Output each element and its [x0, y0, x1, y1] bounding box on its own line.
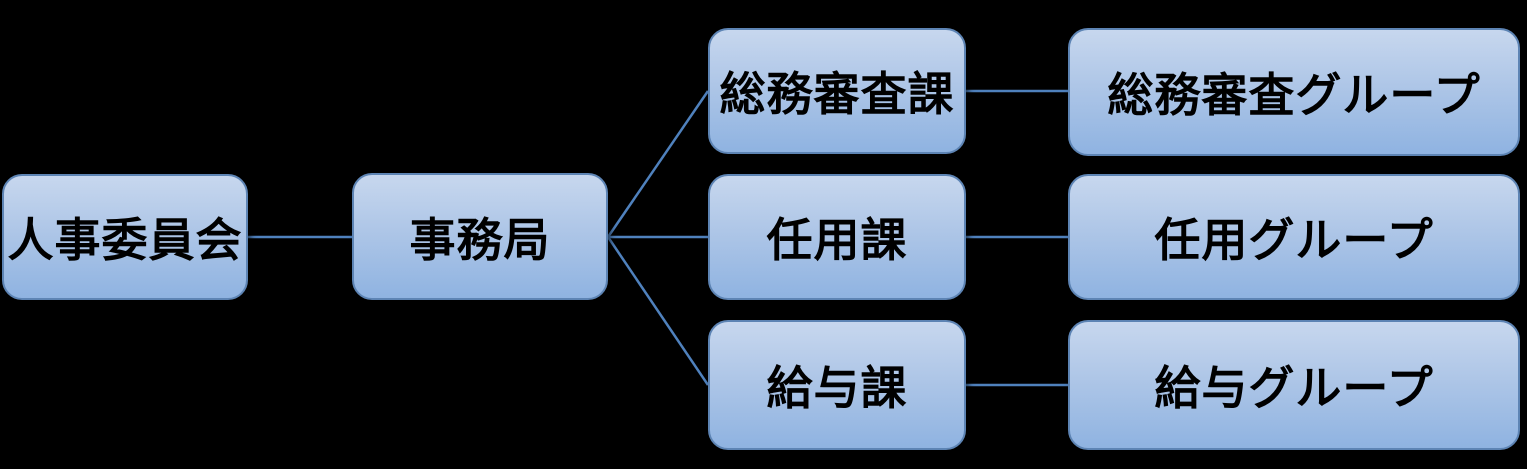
node-jinji-iinkai: 人事委員会 [2, 174, 248, 300]
node-kyuyo-ka-label: 給与課 [766, 362, 908, 414]
connector-jimukyoku-kyuyoka [606, 236, 710, 386]
node-kyuyo-group: 給与グループ [1068, 320, 1520, 450]
node-jinji-iinkai-label: 人事委員会 [7, 214, 243, 266]
node-soumu-shinsa-ka: 総務審査課 [708, 28, 966, 154]
node-ninyo-group-label: 任用グループ [1154, 214, 1434, 266]
node-kyuyo-ka: 給与課 [708, 320, 966, 450]
node-soumu-shinsa-group-label: 総務審査グループ [1107, 69, 1481, 121]
node-kyuyo-group-label: 給与グループ [1154, 362, 1434, 414]
node-ninyo-ka: 任用課 [708, 174, 966, 300]
node-soumu-shinsa-group: 総務審査グループ [1068, 28, 1520, 156]
node-jimukyoku-label: 事務局 [409, 213, 551, 266]
node-ninyo-group: 任用グループ [1068, 174, 1520, 300]
connector-jimukyoku-soumuka [606, 90, 710, 238]
node-ninyo-ka-label: 任用課 [766, 214, 908, 266]
node-soumu-shinsa-ka-label: 総務審査課 [719, 68, 955, 120]
node-jimukyoku: 事務局 [352, 173, 608, 300]
